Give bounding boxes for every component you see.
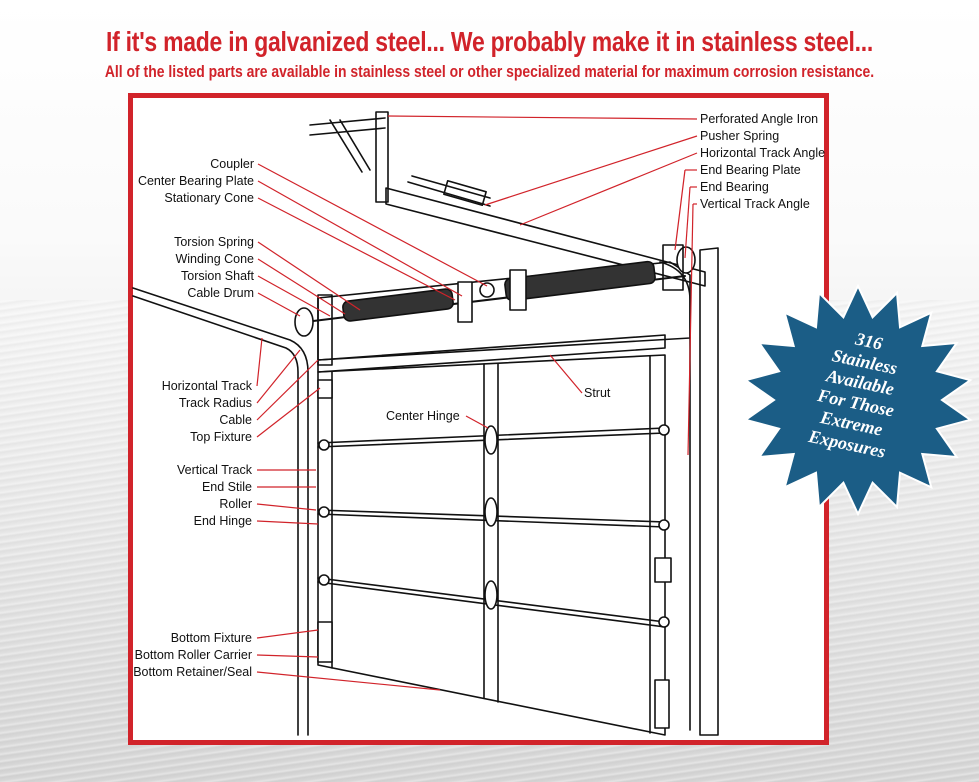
label-coupler: Coupler [210,157,254,171]
headline: If it's made in galvanized steel... We p… [105,26,874,57]
top-fixture [317,379,333,399]
label-horizontal-track-angle: Horizontal Track Angle [700,146,826,160]
label-stationary-cone: Stationary Cone [164,191,254,205]
label-bottom-roller-carrier: Bottom Roller Carrier [134,648,252,662]
subline: All of the listed parts are available in… [104,62,875,81]
ceiling-brace-line [309,117,386,126]
center-bearing-plate [457,281,473,323]
label-center-hinge: Center Hinge [386,409,460,423]
label-strut: Strut [584,386,611,400]
door-panel [317,354,666,736]
perforated-angle-iron [375,111,389,203]
cable-drum [294,307,314,337]
vertical-track-angle [699,247,719,736]
label-cable: Cable [219,413,252,427]
label-pusher-spring: Pusher Spring [700,129,780,143]
label-perforated-angle-iron: Perforated Angle Iron [700,112,819,126]
label-horizontal-track: Horizontal Track [161,379,252,393]
label-torsion-shaft: Torsion Shaft [181,269,254,283]
strut [317,334,666,373]
label-end-bearing-plate: End Bearing Plate [700,163,801,177]
label-winding-cone: Winding Cone [175,252,254,266]
label-vertical-track: Vertical Track [176,463,252,477]
label-center-bearing-plate: Center Bearing Plate [137,174,254,188]
coupler [479,282,495,298]
roller [318,439,330,451]
label-roller: Roller [219,497,252,511]
label-end-hinge: End Hinge [193,514,252,528]
bottom-fixture [317,621,333,663]
label-track-radius: Track Radius [178,396,252,410]
starburst-badge [743,283,973,517]
label-torsion-spring: Torsion Spring [174,235,254,249]
pusher-spring [443,179,487,207]
label-top-fixture: Top Fixture [190,430,252,444]
label-cable-drum: Cable Drum [187,286,254,300]
torsion-spring-right [504,260,656,302]
lock-plate [654,557,672,583]
label-end-stile: End Stile [201,480,252,494]
center-hinge [484,425,498,455]
label-vertical-track-angle: Vertical Track Angle [700,197,810,211]
label-end-bearing: End Bearing [700,180,769,194]
label-bottom-retainer-seal: Bottom Retainer/Seal [133,665,252,679]
label-bottom-fixture: Bottom Fixture [170,631,252,645]
horizontal-track-left [132,287,309,736]
horizontal-track-angle [385,187,706,287]
